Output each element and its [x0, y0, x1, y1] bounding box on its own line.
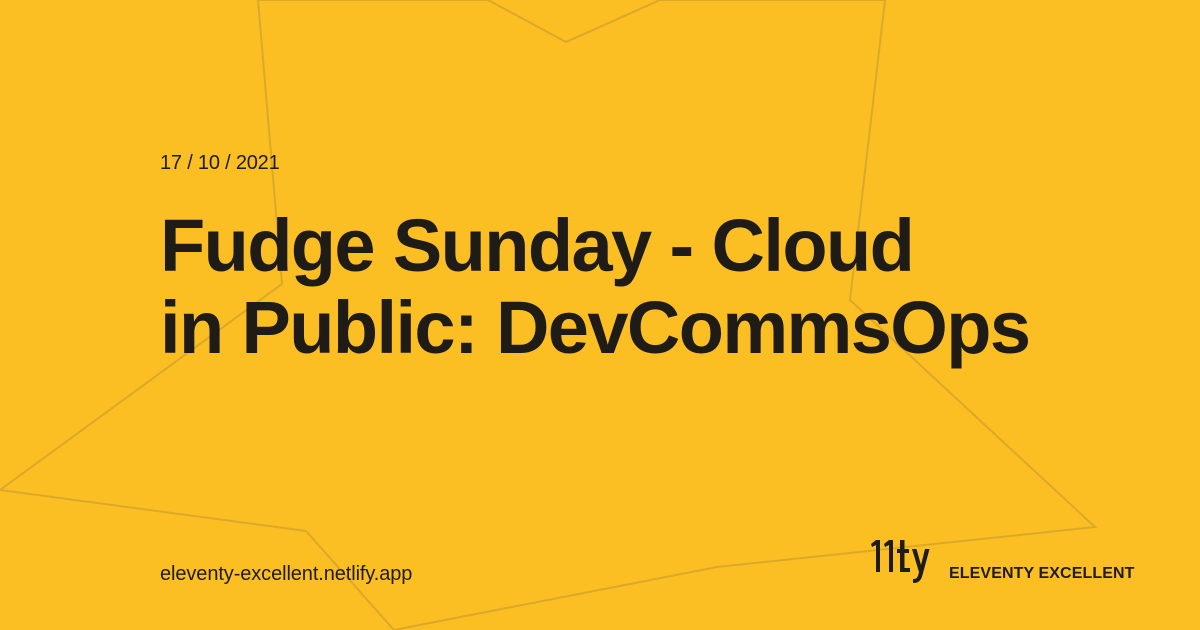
brand-name: ELEVENTY EXCELLENT [949, 565, 1135, 582]
post-title-line-2: in Public: DevCommsOps [160, 286, 1031, 369]
brand-lockup: ELEVENTY EXCELLENT [869, 537, 1135, 587]
site-url: eleventy-excellent.netlify.app [160, 563, 413, 585]
eleventy-logo-icon [871, 540, 930, 583]
post-title-line-1: Fudge Sunday - Cloud [160, 204, 915, 287]
post-date: 17 / 10 / 2021 [160, 152, 280, 174]
post-title: Fudge Sunday - Cloud in Public: DevComms… [160, 205, 1120, 369]
